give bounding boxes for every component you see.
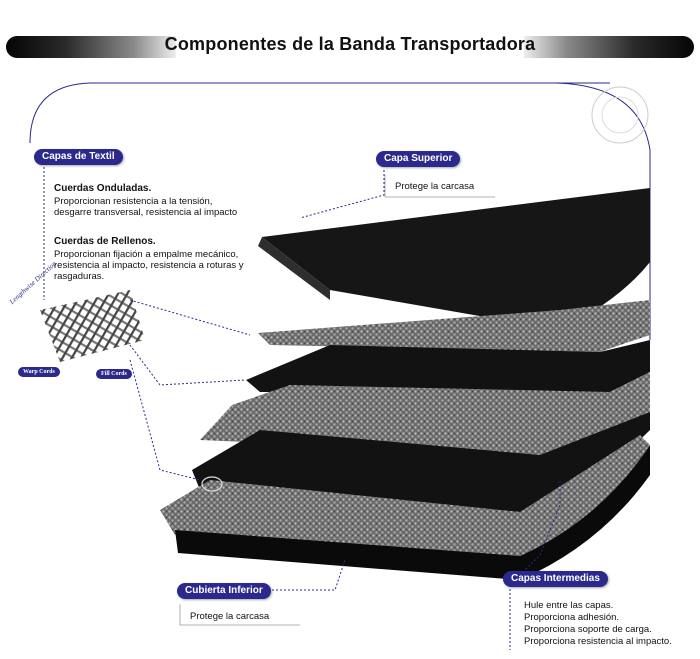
capas-intermedias-line4: Proporciona resistencia al impacto. xyxy=(524,636,672,647)
capa-superior-label: Capa Superior xyxy=(376,151,461,167)
page-title: Componentes de la Banda Transportadora xyxy=(164,34,536,54)
title-bar-left-gradient xyxy=(6,36,176,58)
fabric-layer-1 xyxy=(258,300,650,352)
cuerdas-relleno-line1: Proporcionan fijación a empalme mecánico… xyxy=(54,249,239,260)
capas-intermedias-line2: Proporciona adhesión. xyxy=(524,612,620,623)
capas-intermedias-label: Capas Intermedias xyxy=(503,571,608,587)
title-bar-right-gradient xyxy=(524,36,694,58)
cubierta-inferior-desc: Protege la carcasa xyxy=(190,611,270,622)
cuerdas-onduladas-line1: Proporcionan resistencia a la tensión, xyxy=(54,196,213,207)
rubber-layer-1 xyxy=(246,340,650,392)
cuerdas-onduladas-heading: Cuerdas Onduladas. xyxy=(54,183,152,194)
belt-layers xyxy=(160,188,650,580)
bottom-cover-layer xyxy=(175,445,650,580)
rubber-layer-2 xyxy=(192,412,650,512)
fill-cords-label: Fill Cords xyxy=(96,369,132,379)
capas-textil-label: Capas de Textil xyxy=(34,149,123,165)
cuerdas-relleno-heading: Cuerdas de Rellenos. xyxy=(54,236,156,247)
capas-intermedias-line1: Hule entre las capas. xyxy=(524,600,614,611)
warp-cords-label: Warp Cords xyxy=(18,367,60,377)
fabric-layer-2 xyxy=(200,372,650,455)
capas-intermedias-line3: Proporciona soporte de carga. xyxy=(524,624,652,635)
cuerdas-onduladas-line2: desgarre transversal, resistencia al imp… xyxy=(54,207,238,218)
cuerdas-relleno-line3: rasgaduras. xyxy=(54,271,105,282)
frame-lines xyxy=(29,82,651,340)
weave-inset xyxy=(40,290,145,362)
cubierta-inferior-label: Cubierta Inferior xyxy=(177,583,271,599)
capa-superior-desc: Protege la carcasa xyxy=(395,181,475,192)
leader-lines xyxy=(43,163,561,650)
top-cover-layer xyxy=(262,188,650,330)
fabric-layer-3 xyxy=(160,435,650,560)
cuerdas-relleno-line2: resistencia al impacto, resistencia a ro… xyxy=(54,260,244,271)
title-bar: Componentes de la Banda Transportadora xyxy=(0,30,700,64)
